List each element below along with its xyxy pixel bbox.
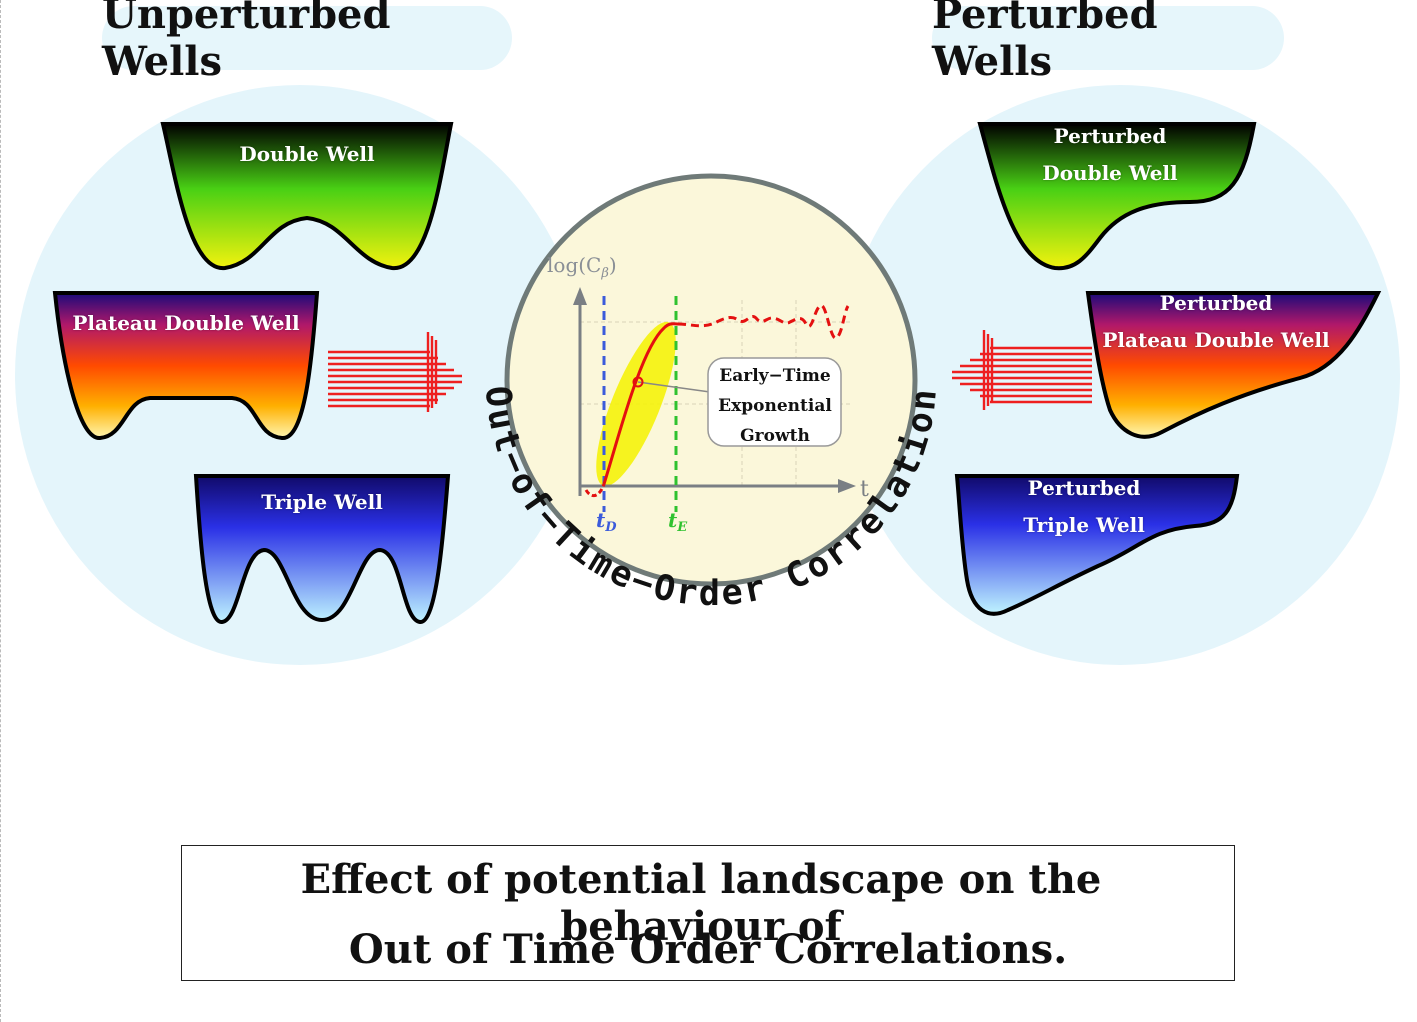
header-perturbed: Perturbed Wells xyxy=(932,0,1284,85)
x-axis-label: t xyxy=(860,477,869,502)
otoc-curve-saturation xyxy=(677,304,850,340)
annotation-line-2: Exponential xyxy=(718,396,832,416)
otoc-curve-growth xyxy=(602,322,679,485)
annotation-line-3: Growth xyxy=(740,426,810,446)
label-perturbed-triple-1: Perturbed xyxy=(1027,476,1141,500)
tE-label: tE xyxy=(668,508,688,535)
perturbed-plateau-double-well-shape xyxy=(1085,291,1382,439)
caption-line-1: Effect of potential landscape on the beh… xyxy=(300,856,1102,950)
otoc-curve-early xyxy=(584,483,606,498)
label-plateau-double-well: Plateau Double Well xyxy=(72,311,300,335)
label-double-well: Double Well xyxy=(239,142,375,166)
label-perturbed-plateau-2: Plateau Double Well xyxy=(1102,328,1330,352)
double-well-shape xyxy=(160,122,454,271)
plateau-double-well-shape xyxy=(52,291,320,440)
caption-line-2: Out of Time Order Correlations. xyxy=(348,926,1068,973)
perturbed-triple-well-shape xyxy=(954,474,1240,616)
annotation-marker xyxy=(632,376,644,388)
label-perturbed-plateau-1: Perturbed xyxy=(1159,291,1273,315)
perturbed-double-well-shape xyxy=(977,122,1257,271)
y-axis-label: log(Cβ) xyxy=(547,253,617,281)
tD-label: tD xyxy=(596,508,617,535)
triple-well-shape xyxy=(193,474,451,624)
right-arrow xyxy=(952,330,1092,410)
label-perturbed-double-well-2: Double Well xyxy=(1042,161,1178,185)
caption-box: Effect of potential landscape on the beh… xyxy=(181,845,1235,981)
annotation-line-1: Early−Time xyxy=(719,366,831,386)
label-triple-well: Triple Well xyxy=(261,490,383,514)
page-edge-dash xyxy=(0,0,2,1022)
plot-axes xyxy=(578,296,846,496)
annotation-box xyxy=(707,357,842,447)
x-axis-arrowhead xyxy=(838,479,856,493)
left-arrow xyxy=(328,332,462,412)
label-perturbed-triple-2: Triple Well xyxy=(1023,513,1145,537)
annotation-pointer xyxy=(637,381,711,393)
header-unperturbed: Unperturbed Wells xyxy=(102,0,512,85)
y-axis-arrowhead xyxy=(573,287,587,305)
label-perturbed-double-well-1: Perturbed xyxy=(1053,124,1167,148)
